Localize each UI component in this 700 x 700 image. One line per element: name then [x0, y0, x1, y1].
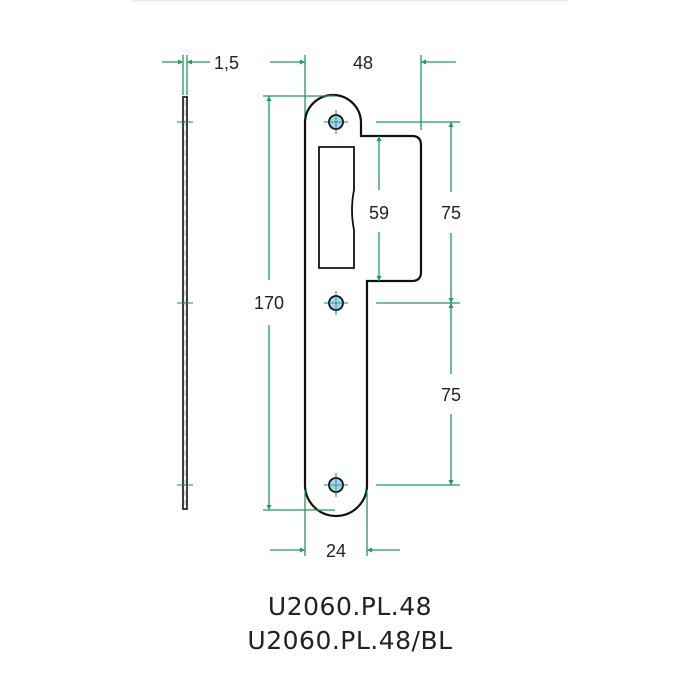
screw-hole-top — [324, 110, 348, 134]
height-dimension — [263, 95, 335, 511]
plate-width-dimension — [270, 490, 400, 556]
hole-spacing-top-dimension — [376, 121, 460, 304]
latch-opening — [318, 146, 355, 269]
hole-spacing-top-label: 75 — [441, 203, 461, 223]
thickness-dimension — [162, 55, 210, 95]
model-caption-2: U2060.PL.48/BL — [247, 626, 453, 655]
side-view — [177, 96, 193, 510]
screw-hole-bottom — [324, 473, 348, 497]
hole-spacing-bottom-label: 75 — [441, 385, 461, 405]
height-label: 170 — [254, 293, 284, 313]
screw-hole-middle — [324, 291, 348, 315]
width-label: 48 — [353, 53, 373, 73]
width-dimension — [270, 55, 456, 130]
top-divider — [132, 0, 568, 1]
model-caption-1: U2060.PL.48 — [267, 592, 433, 621]
hole-spacing-bottom-dimension — [376, 303, 460, 486]
plate-width-label: 24 — [326, 541, 346, 561]
thickness-label: 1,5 — [214, 53, 239, 73]
opening-label: 59 — [369, 203, 389, 223]
